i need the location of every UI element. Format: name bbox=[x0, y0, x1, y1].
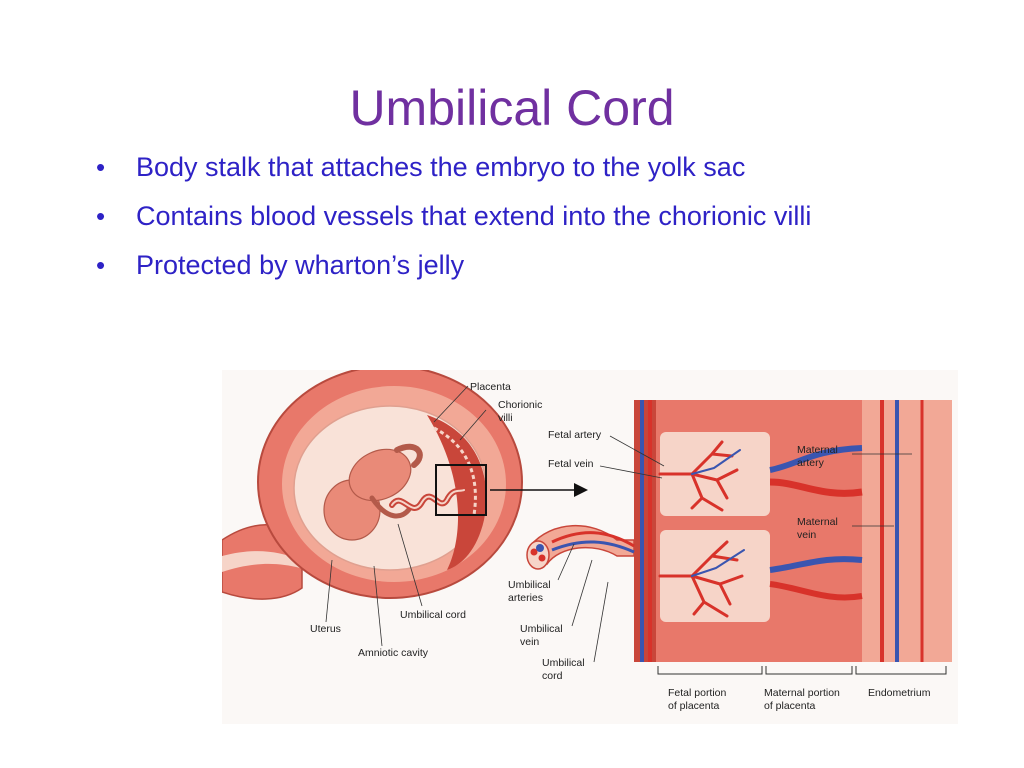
leader-fetal-vein bbox=[599, 465, 663, 479]
maternal-vein-upper bbox=[769, 445, 863, 473]
umbilical-cord-highlight bbox=[391, 489, 465, 509]
label-fetal-portion: Fetal portion bbox=[668, 687, 727, 699]
label-umbilical-cord-left: Umbilical cord bbox=[400, 609, 466, 621]
leader-placenta bbox=[433, 385, 469, 423]
slide-title: Umbilical Cord bbox=[349, 80, 675, 136]
label-maternal-artery-2: artery bbox=[797, 457, 825, 469]
label-endometrium: Endometrium bbox=[868, 687, 931, 699]
label-umbilical-arteries: Umbilical bbox=[508, 579, 551, 591]
placenta-detail bbox=[526, 400, 952, 675]
cervical-canal bbox=[222, 551, 300, 572]
label-uterus: Uterus bbox=[310, 623, 341, 635]
maternal-artery bbox=[769, 478, 863, 497]
zoom-box bbox=[435, 464, 487, 516]
bullet-text: Protected by wharton’s jelly bbox=[136, 250, 465, 280]
villus-tree-upper bbox=[658, 440, 739, 512]
label-fetal-portion-2: of placenta bbox=[668, 700, 720, 712]
label-umbilical-vein-2: vein bbox=[520, 636, 539, 648]
umbilical-vein-vessel bbox=[551, 540, 635, 554]
bullet-item: • Protected by wharton’s jelly bbox=[96, 248, 976, 282]
intervillous-space-upper bbox=[660, 432, 770, 516]
intervillous-space-lower bbox=[660, 530, 770, 622]
label-umbilical-cord-2: cord bbox=[542, 670, 563, 682]
label-umbilical-vein: Umbilical bbox=[520, 623, 563, 635]
label-fetal-artery: Fetal artery bbox=[548, 429, 602, 441]
label-maternal-portion: Maternal portion bbox=[764, 687, 840, 699]
villus-vein-branches bbox=[691, 449, 745, 577]
maternal-vein bbox=[769, 556, 863, 573]
zoom-arrow-head-icon bbox=[574, 483, 588, 497]
leader-umbilical-vein bbox=[571, 559, 593, 627]
leader-umbilical-cord bbox=[593, 581, 609, 663]
bullet-text: Contains blood vessels that extend into … bbox=[136, 201, 812, 231]
label-umbilical-cord: Umbilical bbox=[542, 657, 585, 669]
umbilical-vein-cross-section bbox=[536, 544, 544, 552]
endometrium-bracket bbox=[855, 666, 947, 675]
label-fetal-vein: Fetal vein bbox=[548, 458, 594, 470]
leader-umbilical-cord-left bbox=[397, 523, 423, 607]
bullet-list: • Body stalk that attaches the embryo to … bbox=[96, 150, 976, 297]
fetus-body bbox=[348, 448, 412, 502]
label-umbilical-arteries-2: arteries bbox=[508, 592, 543, 604]
umbilical-artery-cross-section-2 bbox=[538, 554, 546, 562]
leader-lines bbox=[325, 385, 912, 663]
bullet-item: • Body stalk that attaches the embryo to … bbox=[96, 150, 976, 184]
umbilical-artery-cross-section bbox=[530, 548, 538, 556]
endometrium-band bbox=[862, 400, 952, 662]
chorionic-villi-pattern bbox=[433, 426, 477, 516]
bullet-icon: • bbox=[96, 250, 106, 280]
umbilical-artery-vessel bbox=[551, 531, 635, 548]
chorionic-plate bbox=[634, 400, 656, 662]
label-chorionic-villi: Chorionic bbox=[498, 399, 542, 411]
fetus-arm bbox=[369, 495, 413, 519]
bullet-icon: • bbox=[96, 201, 106, 231]
maternal-portion-bracket bbox=[765, 666, 853, 675]
placenta-diagram: Placenta Chorionic villi Fetal artery Fe… bbox=[222, 370, 958, 724]
label-maternal-artery: Maternal bbox=[797, 444, 838, 456]
label-maternal-portion-2: of placenta bbox=[764, 700, 816, 712]
fetal-portion-bracket bbox=[657, 666, 763, 675]
leader-umbilical-arteries bbox=[557, 543, 575, 581]
leader-fetal-artery bbox=[609, 435, 665, 467]
leader-chorionic-villi bbox=[459, 409, 487, 441]
label-maternal-vein: Maternal bbox=[797, 516, 838, 528]
maternal-artery-lower bbox=[769, 581, 863, 601]
placenta-diagram-svg: Placenta Chorionic villi Fetal artery Fe… bbox=[222, 370, 958, 724]
label-chorionic-villi-2: villi bbox=[498, 412, 513, 424]
villus-tree-lower bbox=[658, 540, 744, 618]
leader-amniotic-cavity bbox=[373, 565, 383, 647]
label-maternal-vein-2: vein bbox=[797, 529, 816, 541]
uterus-illustration bbox=[222, 370, 523, 600]
label-placenta: Placenta bbox=[470, 381, 511, 393]
fetus-limb bbox=[394, 443, 423, 468]
bullet-text: Body stalk that attaches the embryo to t… bbox=[136, 152, 746, 182]
leader-uterus bbox=[325, 559, 333, 623]
bullet-icon: • bbox=[96, 152, 106, 182]
label-amniotic-cavity: Amniotic cavity bbox=[358, 647, 429, 659]
bullet-item: • Contains blood vessels that extend into… bbox=[96, 199, 976, 233]
